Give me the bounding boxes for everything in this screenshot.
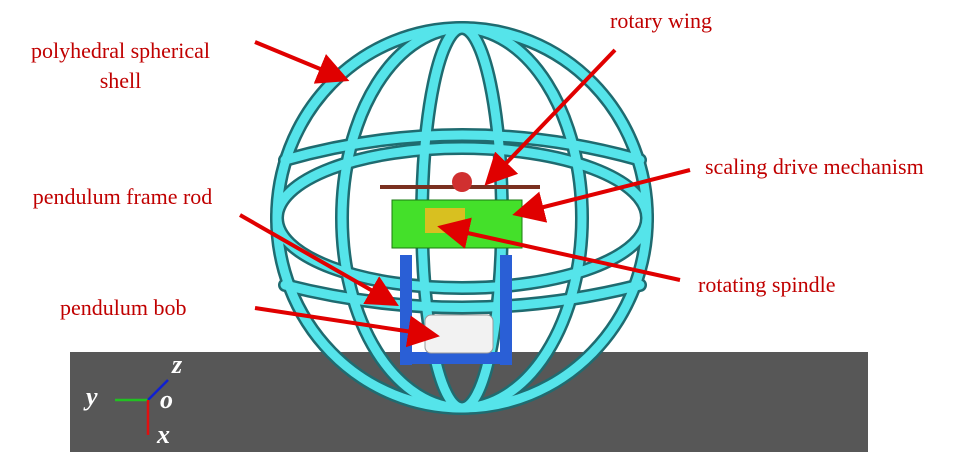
label-pendulum-frame-rod: pendulum frame rod: [32, 184, 213, 209]
label-rotary-wing: rotary wing: [610, 8, 713, 33]
callout-arrows: [239, 40, 691, 348]
axis-origin-label: o: [160, 385, 173, 414]
axis-y-label: y: [86, 382, 98, 411]
pendulum-bob: [424, 314, 494, 354]
pendulum-frame: [400, 255, 512, 365]
label-scaling-drive-mechanism: scaling drive mechanism: [705, 154, 924, 179]
coordinate-axes: [115, 379, 169, 435]
axis-x-label: x: [157, 420, 170, 449]
axis-z-label: z: [172, 350, 183, 379]
label-polyhedral-spherical-shell: polyhedral spherical shell: [31, 38, 210, 93]
wing-hub: [452, 172, 472, 192]
label-rotating-spindle: rotating spindle: [698, 272, 836, 297]
label-pendulum-bob: pendulum bob: [60, 295, 187, 320]
